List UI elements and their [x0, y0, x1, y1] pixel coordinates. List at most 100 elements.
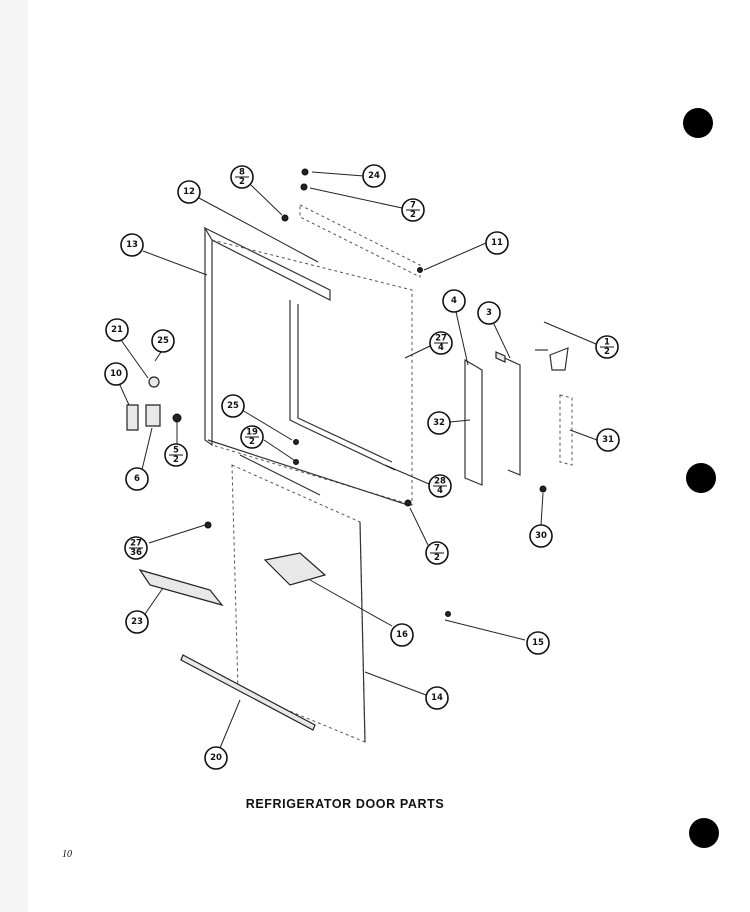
- hinge-cap: [549, 347, 569, 371]
- leader-line: [309, 187, 403, 209]
- svg-text:27: 27: [130, 539, 142, 549]
- page-number: 10: [62, 849, 72, 860]
- bottom-trim-strip: [180, 654, 316, 731]
- hinge-channel: [464, 358, 483, 486]
- svg-text:32: 32: [433, 418, 445, 428]
- svg-text:12: 12: [183, 187, 195, 197]
- svg-text:4: 4: [437, 486, 443, 496]
- svg-text:27: 27: [435, 334, 447, 344]
- svg-text:5: 5: [173, 446, 179, 456]
- leader-line: [449, 419, 471, 423]
- callout-8-2: 8 2: [230, 165, 254, 189]
- callout-16: 16: [390, 623, 414, 647]
- callout-20: 20: [204, 746, 228, 770]
- svg-text:20: 20: [210, 753, 222, 763]
- screw: [293, 459, 299, 465]
- liner-bottom-edge: [207, 439, 409, 506]
- hinge-bracket: [497, 354, 521, 476]
- svg-text:6: 6: [134, 474, 140, 484]
- lower-door-outline: [231, 464, 366, 743]
- screw: [404, 499, 412, 507]
- leader-line: [540, 492, 544, 526]
- svg-text:15: 15: [532, 638, 544, 648]
- leader-line: [384, 464, 430, 485]
- svg-text:3: 3: [486, 308, 492, 318]
- shelf-bar: [138, 568, 224, 607]
- callout-25b: 25: [221, 394, 245, 418]
- screw: [172, 413, 182, 423]
- callout-11: 11: [485, 231, 509, 255]
- callout-30: 30: [529, 524, 553, 548]
- svg-text:28: 28: [434, 477, 446, 487]
- leader-line: [569, 429, 598, 441]
- svg-text:25: 25: [227, 401, 239, 411]
- leader-line: [444, 619, 526, 641]
- svg-text:13: 13: [126, 240, 138, 250]
- liner-top-breaker: [203, 226, 331, 301]
- svg-text:1: 1: [604, 338, 610, 348]
- callout-13: 13: [120, 233, 144, 257]
- svg-text:19: 19: [246, 428, 258, 438]
- leader-line: [309, 579, 393, 627]
- leader-line: [543, 321, 597, 345]
- callout-6: 6: [125, 467, 149, 491]
- svg-text:30: 30: [535, 531, 547, 541]
- leader-line: [120, 339, 149, 379]
- leader-lines: [118, 171, 598, 749]
- screw: [281, 214, 289, 222]
- leader-line: [148, 524, 206, 544]
- callout-32: 32: [427, 411, 451, 435]
- washer: [148, 376, 160, 388]
- svg-text:2: 2: [434, 553, 440, 563]
- callout-24: 24: [362, 164, 386, 188]
- callout-25a: 25: [151, 329, 175, 353]
- svg-text:2: 2: [239, 177, 245, 187]
- svg-text:24: 24: [368, 171, 380, 181]
- leader-line: [409, 507, 429, 546]
- callout-7-2a: 7 2: [401, 198, 425, 222]
- callout-4: 4: [442, 289, 466, 313]
- leader-line: [142, 250, 208, 276]
- svg-text:11: 11: [491, 238, 503, 248]
- leader-line: [118, 382, 130, 406]
- svg-text:21: 21: [111, 325, 123, 335]
- hinge-clip: [495, 351, 506, 363]
- top-trim-strip: [299, 204, 421, 278]
- callout-27-36: 27 36: [124, 536, 148, 560]
- callout-19-2: 19 2: [240, 425, 264, 449]
- liner-inner-rib: [289, 300, 396, 471]
- screw: [539, 485, 547, 493]
- callout-21: 21: [105, 318, 129, 342]
- svg-text:2: 2: [249, 437, 255, 447]
- lower-door-right-edge: [359, 521, 366, 743]
- dispenser-tray: [263, 552, 327, 586]
- hinge-plate: [145, 404, 161, 427]
- leader-line: [219, 699, 241, 749]
- svg-text:8: 8: [239, 168, 245, 178]
- binder-hole-mark: [689, 818, 719, 848]
- scanned-page-edge: [0, 0, 28, 912]
- binder-hole-mark: [686, 463, 716, 493]
- binder-hole-mark: [683, 108, 713, 138]
- svg-text:23: 23: [131, 617, 143, 627]
- svg-text:2: 2: [604, 347, 610, 357]
- leader-line: [144, 587, 164, 615]
- lower-door-top-trim: [239, 454, 321, 496]
- liner-inner-rib-2: [297, 304, 393, 463]
- callout-7-2b: 7 2: [425, 541, 449, 565]
- screw: [445, 611, 451, 617]
- leader-line: [311, 171, 365, 177]
- screw: [204, 521, 212, 529]
- svg-text:25: 25: [157, 336, 169, 346]
- callout-31: 31: [596, 428, 620, 452]
- callout-27-4: 27 4: [429, 331, 453, 355]
- callout-12: 12: [177, 180, 201, 204]
- leader-line: [423, 242, 487, 271]
- callout-23: 23: [125, 610, 149, 634]
- liner-left-edge: [204, 228, 213, 447]
- svg-text:4: 4: [438, 343, 444, 353]
- hinge-cover: [559, 394, 573, 466]
- leader-line: [364, 671, 427, 696]
